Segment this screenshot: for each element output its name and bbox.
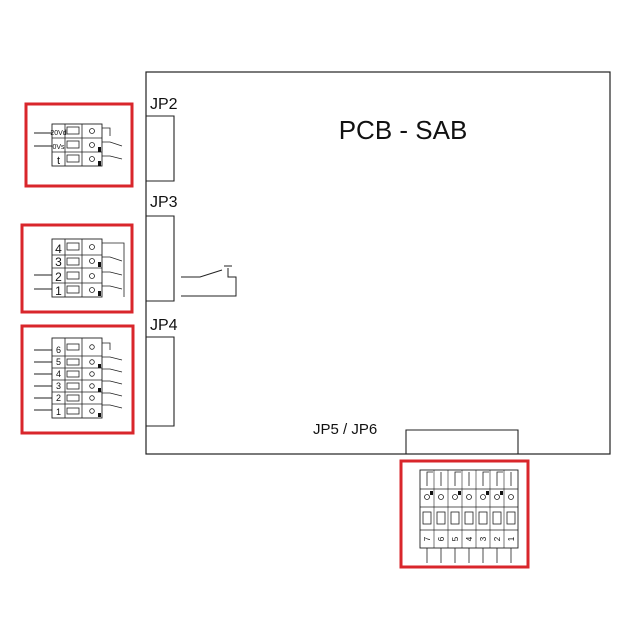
jp2-terminal-block: 20Vd 0Vs t xyxy=(24,102,134,188)
jp56-highlight-frame xyxy=(399,459,530,569)
jp2-header xyxy=(146,115,175,182)
jp4-header xyxy=(146,336,175,427)
jp3-highlight-frame xyxy=(20,223,134,314)
jp56-label: JP5 / JP6 xyxy=(313,421,377,438)
jp3-terminal-label: 1 xyxy=(55,284,62,298)
jp4-terminal-block: 6 5 4 3 2 1 xyxy=(20,324,135,435)
jp56-terminal-label: 3 xyxy=(479,536,488,541)
board-title: PCB - SAB xyxy=(339,115,468,145)
jp56-terminal-label: 1 xyxy=(507,536,516,541)
jp56-terminal-block: 7 6 5 4 3 2 1 xyxy=(399,459,530,569)
jp3-terminal-label: 4 xyxy=(55,242,62,256)
jp4-highlight-frame xyxy=(20,324,135,435)
jp4-terminal-label: 5 xyxy=(56,357,61,367)
jp2-highlight-frame xyxy=(24,102,134,188)
jp4-terminal-label: 3 xyxy=(56,381,61,391)
jp56-terminal-label: 2 xyxy=(493,536,502,541)
jp4-label: JP4 xyxy=(150,317,178,334)
jp2-label: JP2 xyxy=(150,96,178,113)
jp2-terminal-label: 0Vs xyxy=(52,144,65,151)
switch-symbol xyxy=(181,265,237,297)
jp4-terminal-label: 6 xyxy=(56,345,61,355)
jp3-terminal-block: 4 3 2 1 xyxy=(20,223,134,314)
jp56-terminal-label: 5 xyxy=(451,536,460,541)
jp3-terminal-label: 3 xyxy=(55,255,62,269)
jp3-label: JP3 xyxy=(150,194,178,211)
jp56-header xyxy=(405,429,519,454)
jp56-terminal-label: 4 xyxy=(465,536,474,541)
jp2-terminal-label: 20Vd xyxy=(50,130,66,137)
jp3-terminal-label: 2 xyxy=(55,270,62,284)
jp4-terminal-label: 1 xyxy=(56,407,61,417)
jp3-header xyxy=(146,215,175,302)
jp4-terminal-label: 4 xyxy=(56,369,61,379)
jp2-terminal-label: t xyxy=(57,155,60,167)
jp56-terminal-label: 7 xyxy=(423,536,432,541)
jp4-terminal-label: 2 xyxy=(56,393,61,403)
pcb-board-outline xyxy=(145,71,611,455)
jp56-terminal-label: 6 xyxy=(437,536,446,541)
